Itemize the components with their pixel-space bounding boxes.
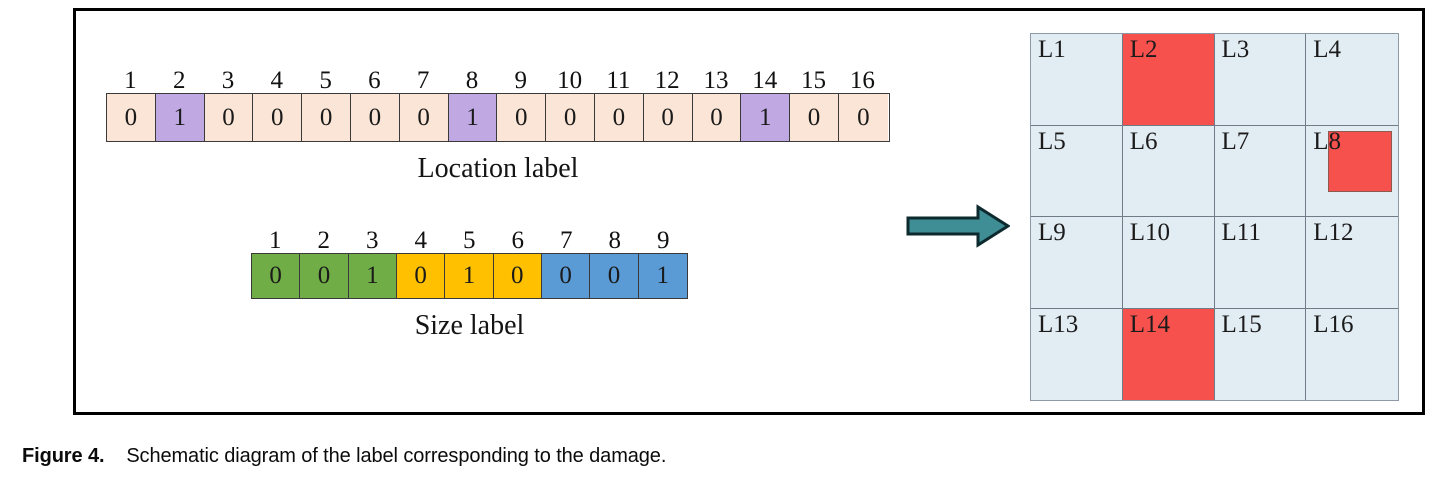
- location-index-7: 7: [416, 67, 430, 94]
- grid-cell-l10[interactable]: L10: [1122, 217, 1215, 309]
- location-index-11: 11: [606, 67, 631, 94]
- damage-patch-l8: [1328, 130, 1393, 193]
- grid-cell-l3[interactable]: L3: [1214, 34, 1307, 126]
- grid-cell-label-l5: L5: [1038, 127, 1066, 155]
- grid-cell-label-l14: L14: [1129, 310, 1171, 338]
- location-index-1: 1: [124, 67, 137, 94]
- location-cell-4[interactable]: 0: [253, 94, 303, 141]
- size-index-2: 2: [317, 227, 331, 254]
- location-label-caption: Location label: [417, 153, 579, 184]
- grid-cell-l4[interactable]: L4: [1306, 34, 1398, 126]
- size-index-7: 7: [560, 227, 573, 254]
- size-index-row: 1 2 3 4 5 6 7 8 9: [251, 219, 688, 253]
- location-cell-1[interactable]: 0: [107, 94, 156, 141]
- grid-cell-l1[interactable]: L1: [1031, 34, 1123, 126]
- size-index-4: 4: [414, 227, 428, 254]
- size-cell-1[interactable]: 0: [252, 254, 301, 298]
- grid-cell-label-l13: L13: [1038, 310, 1079, 338]
- grid-cell-l9[interactable]: L9: [1031, 217, 1123, 309]
- location-cell-8[interactable]: 1: [448, 94, 498, 141]
- grid-cell-label-l10: L10: [1129, 219, 1171, 246]
- figure-caption-text: Schematic diagram of the label correspon…: [126, 445, 667, 467]
- grid-cell-l8[interactable]: L8: [1306, 125, 1398, 217]
- location-index-4: 4: [270, 67, 284, 94]
- grid-cell-l5[interactable]: L5: [1031, 125, 1123, 217]
- figure-caption: Figure 4. Schematic diagram of the label…: [22, 445, 666, 468]
- size-cell-6[interactable]: 0: [493, 254, 542, 298]
- grid-cell-l2[interactable]: L2: [1122, 34, 1215, 126]
- size-cell-2[interactable]: 0: [300, 254, 349, 298]
- grid-cell-label-l8: L8: [1313, 127, 1342, 155]
- grid-cell-l11[interactable]: L11: [1214, 217, 1307, 309]
- location-index-9: 9: [514, 67, 528, 94]
- grid-cell-label-l9: L9: [1038, 219, 1066, 246]
- size-cell-4[interactable]: 0: [396, 254, 446, 298]
- location-cell-14[interactable]: 1: [741, 94, 791, 141]
- grid-cell-label-l1: L1: [1038, 36, 1066, 63]
- location-cell-2[interactable]: 1: [155, 94, 205, 141]
- grid-cell-label-l15: L15: [1221, 310, 1262, 338]
- grid-cell-label-l11: L11: [1221, 219, 1261, 246]
- location-index-3: 3: [221, 67, 235, 94]
- grid-cell-l6[interactable]: L6: [1122, 125, 1215, 217]
- location-index-6: 6: [368, 67, 381, 94]
- location-index-13: 13: [703, 67, 729, 94]
- location-cell-6[interactable]: 0: [350, 94, 400, 141]
- grid-cell-label-l12: L12: [1313, 219, 1354, 246]
- size-cell-3[interactable]: 1: [348, 254, 397, 298]
- location-index-8: 8: [465, 67, 479, 94]
- grid-cell-l12[interactable]: L12: [1306, 217, 1398, 309]
- location-cell-3[interactable]: 0: [204, 94, 254, 141]
- right-arrow-icon: [906, 203, 1011, 249]
- grid-cell-l13[interactable]: L13: [1031, 308, 1123, 400]
- location-cell-16[interactable]: 0: [838, 94, 888, 141]
- location-index-14: 14: [752, 67, 778, 94]
- grid-cell-l15[interactable]: L15: [1214, 308, 1307, 400]
- size-cell-9[interactable]: 1: [638, 254, 687, 298]
- grid-cell-l7[interactable]: L7: [1214, 125, 1307, 217]
- location-cell-15[interactable]: 0: [790, 94, 839, 141]
- grid-cell-label-l16: L16: [1313, 310, 1354, 338]
- location-index-15: 15: [801, 67, 827, 94]
- location-cell-10[interactable]: 0: [546, 94, 595, 141]
- size-index-9: 9: [657, 227, 670, 254]
- size-cell-5[interactable]: 1: [445, 254, 494, 298]
- grid-cell-label-l6: L6: [1129, 127, 1158, 155]
- size-index-5: 5: [463, 227, 476, 254]
- location-index-10: 10: [557, 67, 583, 94]
- figure-caption-label: Figure 4.: [22, 445, 105, 467]
- location-cell-5[interactable]: 0: [302, 94, 351, 141]
- size-index-8: 8: [608, 227, 622, 254]
- location-cell-13[interactable]: 0: [692, 94, 742, 141]
- grid-cell-l16[interactable]: L16: [1306, 308, 1398, 400]
- size-index-1: 1: [269, 227, 282, 254]
- size-cell-7[interactable]: 0: [541, 254, 591, 298]
- location-cell-12[interactable]: 0: [643, 94, 693, 141]
- size-index-3: 3: [366, 227, 379, 254]
- size-index-6: 6: [511, 227, 525, 254]
- location-index-12: 12: [654, 67, 680, 94]
- location-index-2: 2: [172, 67, 186, 94]
- location-cell-11[interactable]: 0: [594, 94, 644, 141]
- grid-cell-label-l4: L4: [1313, 36, 1342, 63]
- grid-cell-label-l3: L3: [1221, 36, 1250, 63]
- location-cell-7[interactable]: 0: [399, 94, 449, 141]
- location-cell-9[interactable]: 0: [497, 94, 547, 141]
- size-cell-8[interactable]: 0: [590, 254, 639, 298]
- grid-cell-label-l7: L7: [1221, 127, 1250, 155]
- location-index-5: 5: [319, 67, 332, 94]
- location-index-16: 16: [849, 67, 875, 94]
- size-label-caption: Size label: [414, 310, 525, 341]
- grid-cell-l14[interactable]: L14: [1122, 308, 1215, 400]
- grid-cell-label-l2: L2: [1129, 36, 1158, 63]
